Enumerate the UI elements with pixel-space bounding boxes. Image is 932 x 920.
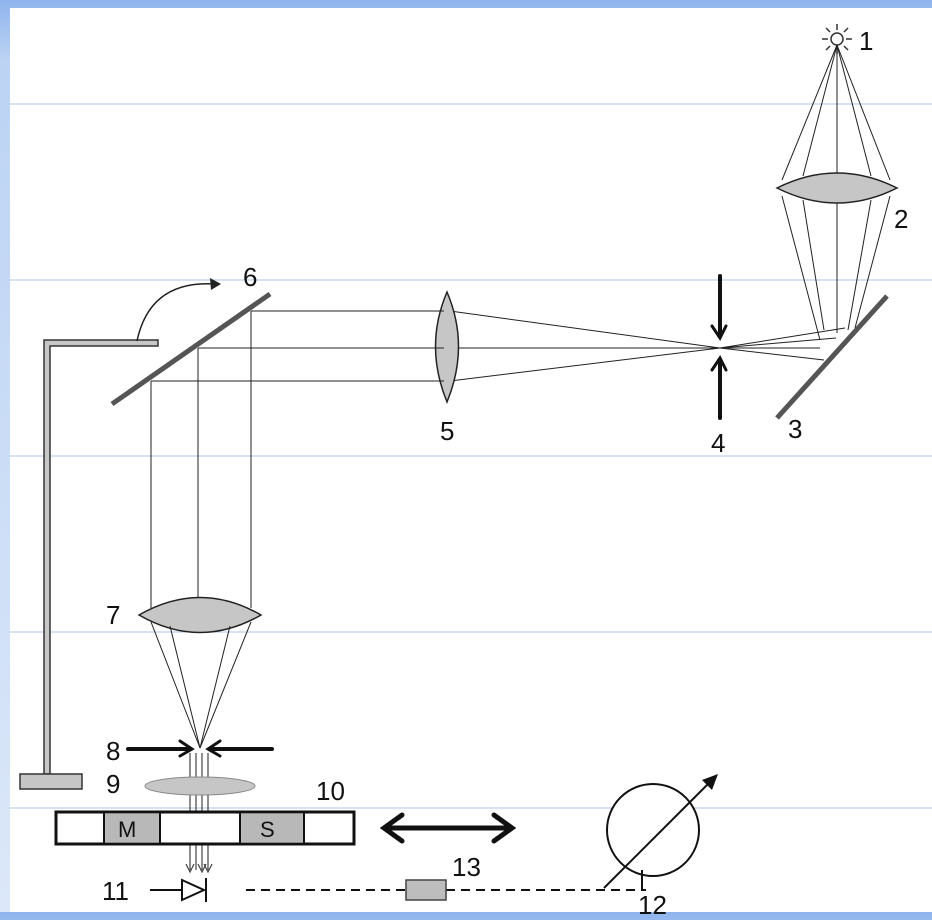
translation-double-arrow-icon <box>379 812 517 844</box>
rays-focus-lens5 <box>449 310 721 382</box>
label-3: 3 <box>788 414 802 444</box>
amplifier-13 <box>405 879 447 901</box>
rays-lens7-focus <box>150 621 252 749</box>
stand <box>19 339 159 790</box>
sample-cell-s <box>241 814 303 842</box>
cell-s-label: S <box>260 817 275 842</box>
meter-12 <box>603 774 718 890</box>
label-5: 5 <box>440 416 454 446</box>
label-11: 11 <box>102 876 129 906</box>
label-8: 8 <box>106 736 120 766</box>
label-10: 10 <box>316 776 345 806</box>
sample-holder-10: M S <box>54 810 356 846</box>
rotatable-mirror-6 <box>110 291 272 407</box>
condenser-lens-2 <box>775 172 899 204</box>
filter-9 <box>144 776 256 796</box>
rays-mirror3-focus <box>719 327 846 361</box>
label-7: 7 <box>106 600 120 630</box>
cell-m-label: M <box>118 817 136 842</box>
collimator-lens-5 <box>434 290 460 404</box>
label-13: 13 <box>452 852 481 882</box>
photodiode-11 <box>150 878 207 902</box>
label-12: 12 <box>638 890 667 920</box>
label-4: 4 <box>711 428 725 458</box>
rays-lens2-mirror3 <box>781 195 891 341</box>
label-2: 2 <box>894 204 908 234</box>
label-9: 9 <box>106 769 120 799</box>
rotation-arrow-icon <box>136 278 221 342</box>
slit-diaphragm-8 <box>126 739 274 758</box>
slide: M S 1 2 3 4 5 6 7 8 9 10 11 12 13 <box>10 8 932 920</box>
rays-lens5-mirror6 <box>151 310 444 382</box>
label-1: 1 <box>859 26 873 56</box>
field-diaphragm-4 <box>710 274 728 420</box>
rays-mirror6-lens7 <box>150 311 252 608</box>
optical-scheme-diagram: M S 1 2 3 4 5 6 7 8 9 10 11 12 13 <box>10 24 932 920</box>
rays-source-condenser <box>781 44 891 181</box>
light-source-icon <box>822 24 852 54</box>
label-6: 6 <box>243 262 257 292</box>
objective-lens-7 <box>137 596 263 634</box>
sample-cell-m <box>105 814 159 842</box>
guide-lines <box>10 103 932 809</box>
mirror-3 <box>775 294 889 420</box>
